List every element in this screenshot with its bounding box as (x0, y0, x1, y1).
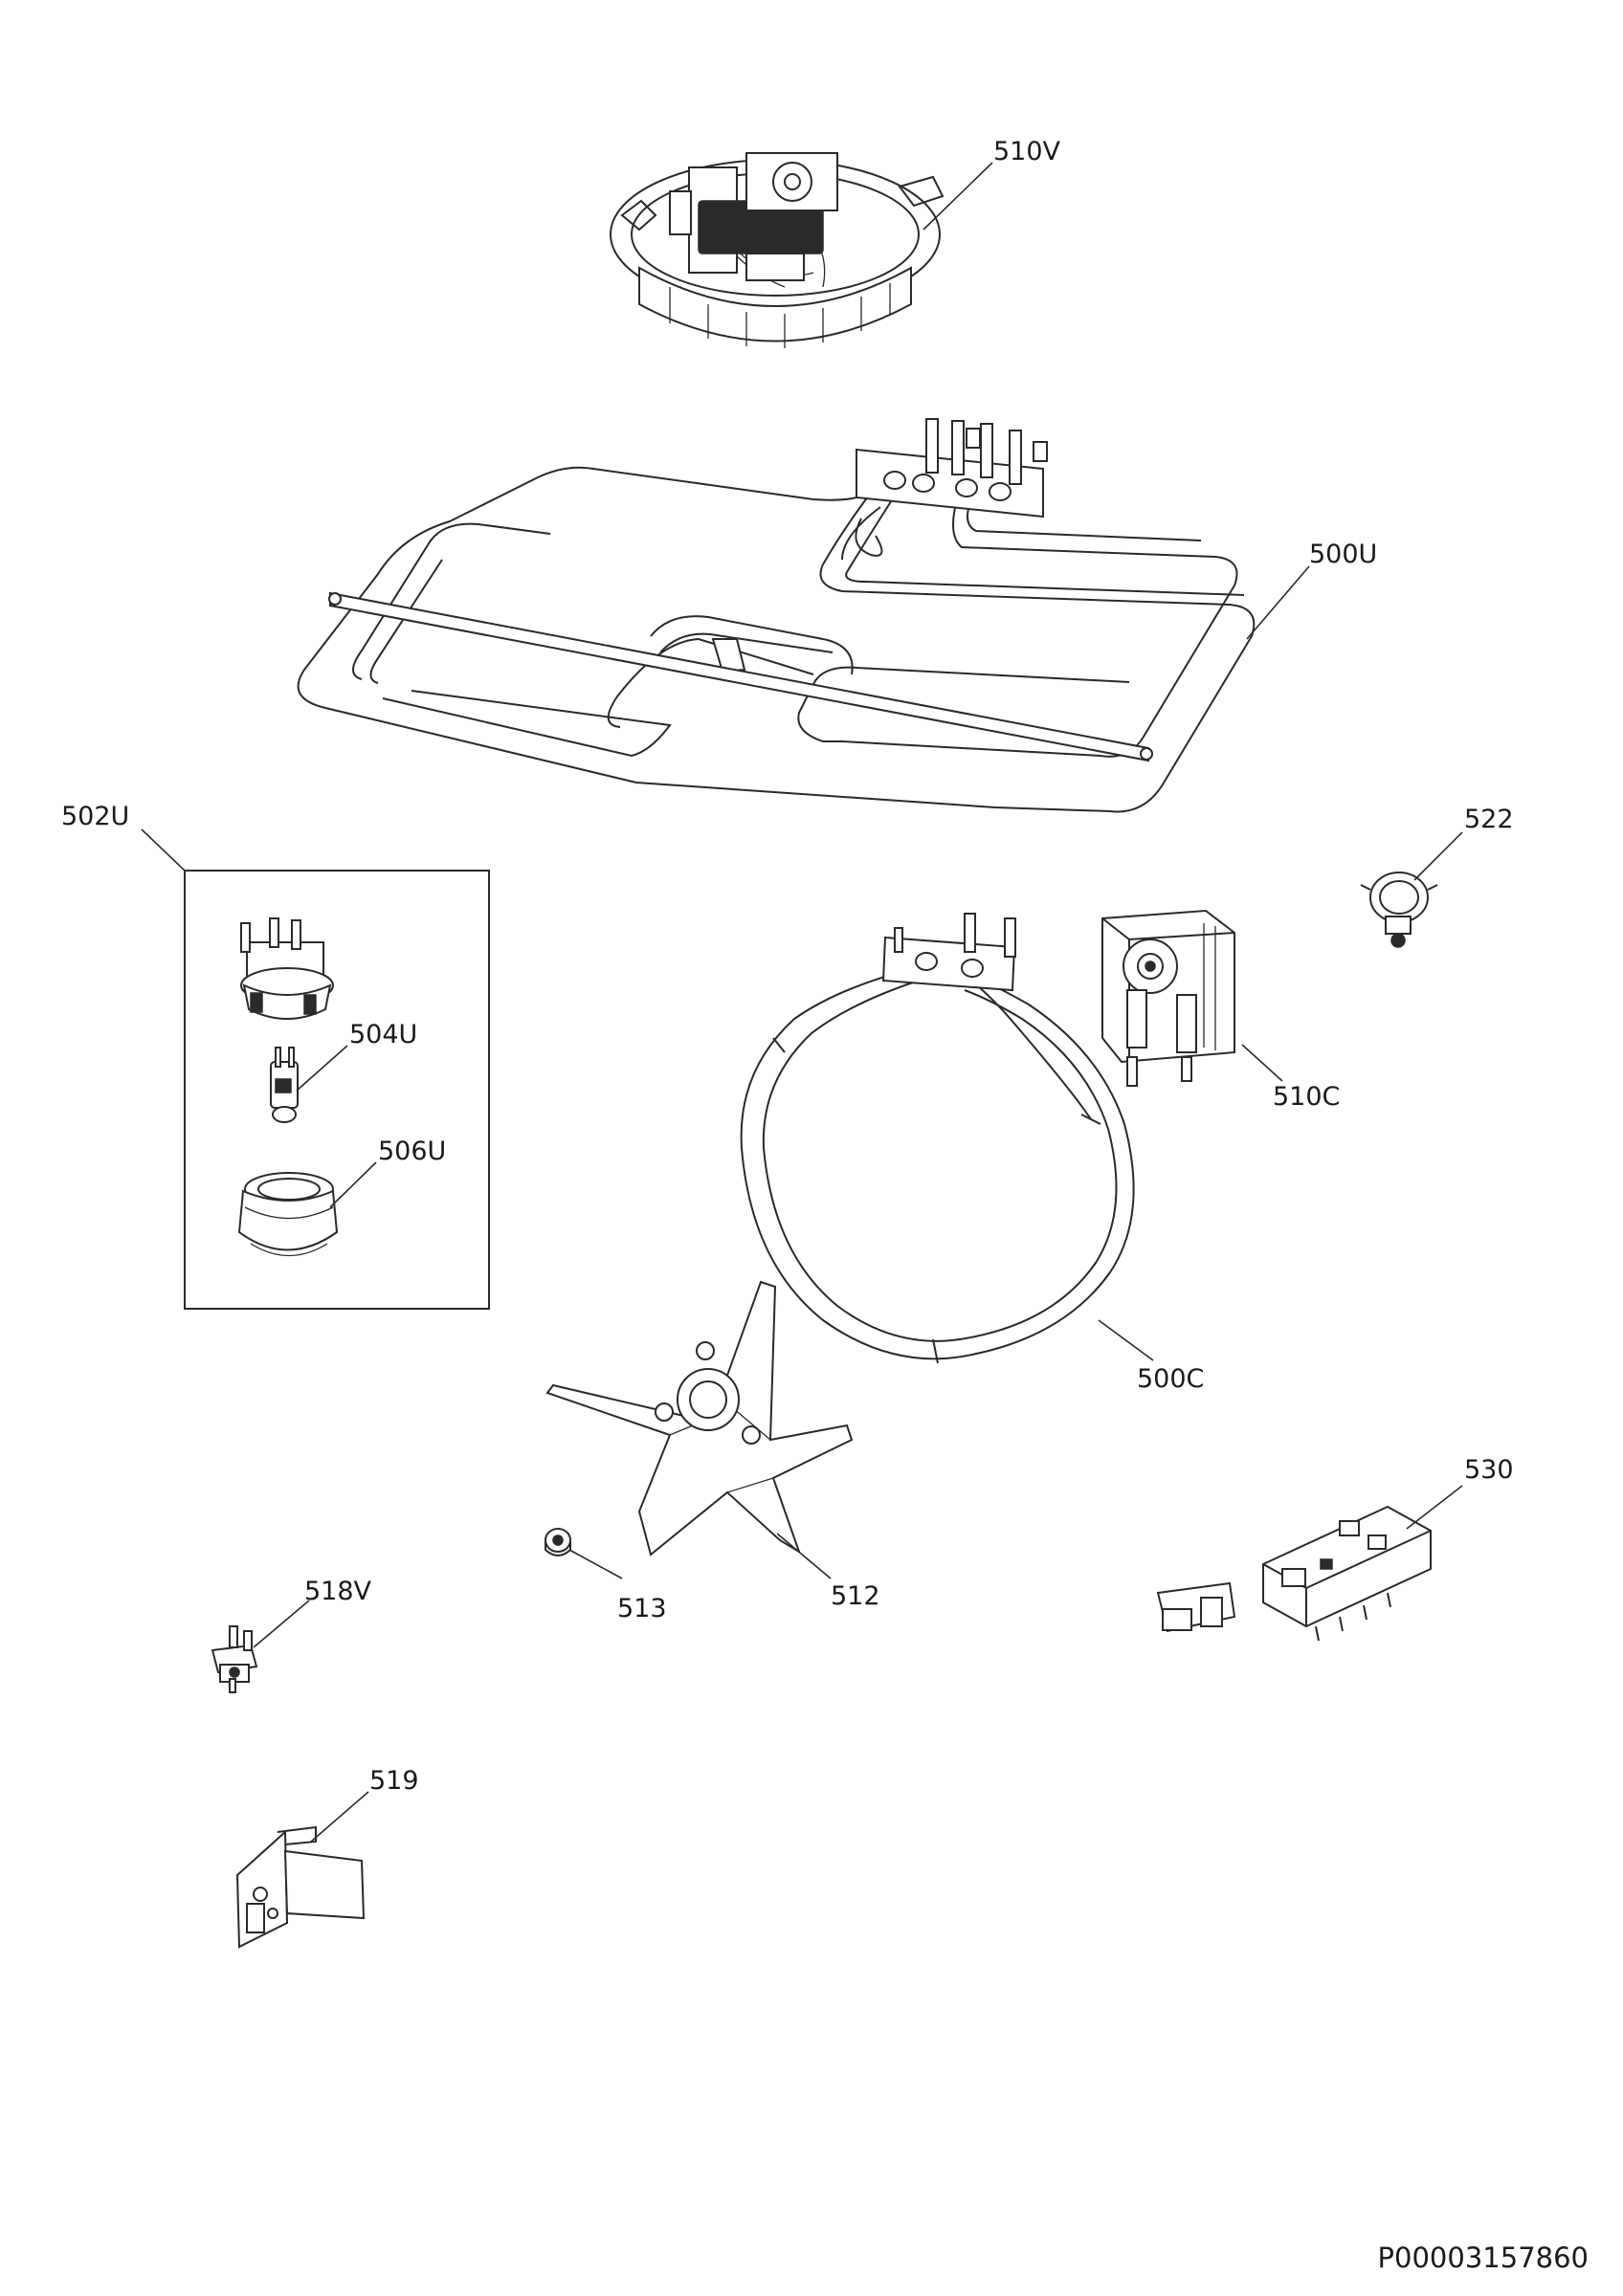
callout-522: 522 (1464, 805, 1514, 834)
part-512-fan-blade (545, 1280, 854, 1556)
document-number: P00003157860 (1378, 2241, 1589, 2274)
part-510c-motor (1101, 909, 1235, 1087)
part-500c-circular-heating-element (740, 913, 1135, 1364)
part-510v-fan-motor-assembly (610, 152, 945, 348)
part-513-nut (545, 1528, 571, 1556)
part-500u-top-heating-element (297, 418, 1256, 813)
part-519-bracket (235, 1825, 366, 1949)
part-lamp-holder (240, 917, 334, 1020)
callout-512: 512 (831, 1581, 880, 1611)
callout-510v: 510V (993, 137, 1061, 166)
callout-519: 519 (369, 1766, 419, 1796)
callout-510c: 510C (1273, 1082, 1340, 1112)
callout-500c: 500C (1137, 1364, 1204, 1394)
part-502u-lamp-kit (184, 870, 490, 1310)
part-530-control-board (1156, 1505, 1432, 1642)
callout-518v: 518V (304, 1577, 372, 1606)
callout-504u: 504U (349, 1020, 417, 1049)
callout-502u: 502U (61, 802, 129, 831)
callout-500u: 500U (1309, 540, 1377, 569)
part-506u-lamp-cover (237, 1172, 339, 1257)
part-522-clip (1360, 872, 1438, 948)
kit-502u-frame (184, 870, 490, 1310)
callout-506u: 506U (378, 1137, 446, 1166)
callout-513: 513 (617, 1594, 667, 1623)
leader-lines (141, 162, 1463, 1843)
callout-530: 530 (1464, 1455, 1514, 1485)
part-518v-sensor (211, 1625, 258, 1693)
part-504u-bulb (270, 1047, 299, 1123)
